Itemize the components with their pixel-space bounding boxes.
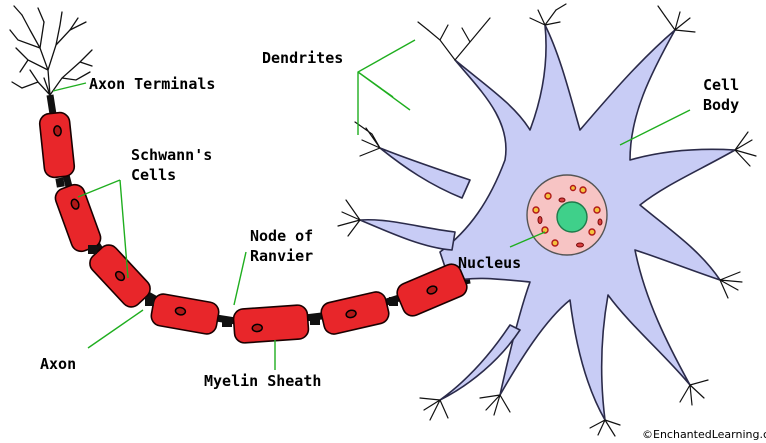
schwann-cells-label-line2: Cells: [131, 166, 176, 184]
credit-text: ©EnchantedLearning.com: [642, 428, 766, 441]
nucleus: [527, 175, 607, 255]
node-of-ranvier-label-line1: Node of: [250, 227, 313, 245]
axon-terminals-label: Axon Terminals: [89, 75, 215, 93]
axon-terminals: [10, 6, 92, 95]
nucleus-label: Nucleus: [458, 254, 521, 272]
dendrites-label: Dendrites: [262, 49, 343, 67]
schwann-cells-label-line1: Schwann's: [131, 146, 212, 164]
axon-label: Axon: [40, 355, 76, 373]
cell-body-label-line1: Cell: [703, 76, 739, 94]
myelin-sheath-label: Myelin Sheath: [204, 372, 321, 390]
node-of-ranvier-label-line2: Ranvier: [250, 247, 313, 265]
cell-body-label-line2: Body: [703, 96, 739, 114]
